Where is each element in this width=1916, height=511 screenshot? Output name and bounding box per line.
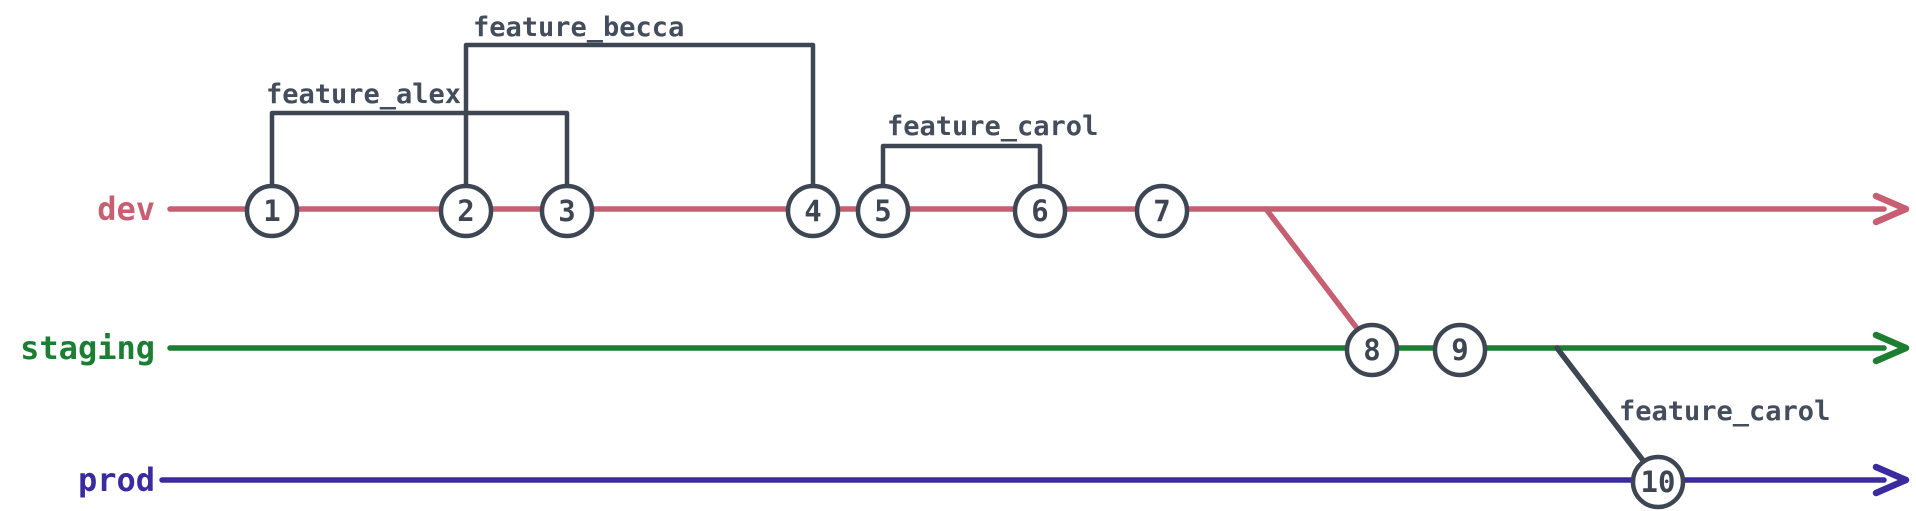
feature-label-feature_becca: feature_becca	[473, 12, 684, 43]
feature-bracket-feature_carol	[880, 143, 1043, 187]
feature-label-feature_alex: feature_alex	[266, 79, 461, 110]
branch-label-dev: dev	[97, 190, 155, 228]
commit-number-6: 6	[1031, 194, 1048, 228]
commit-number-8: 8	[1363, 333, 1380, 367]
commit-node-6	[1012, 183, 1068, 239]
branch-arrowhead-prod	[1872, 463, 1910, 497]
commit-number-5: 5	[874, 194, 891, 228]
branch-arrowhead-dev	[1872, 192, 1910, 226]
feature-bracket-feature_alex	[269, 110, 570, 187]
feature-bracket-feature_becca	[463, 42, 816, 187]
merge-edge-staging-to-10	[1554, 345, 1661, 483]
commit-node-10	[1630, 454, 1686, 510]
commit-node-7	[1134, 183, 1190, 239]
commit-number-2: 2	[457, 194, 474, 228]
branch-label-staging: staging	[20, 329, 155, 367]
commit-number-10: 10	[1641, 465, 1676, 499]
commit-node-2	[438, 183, 494, 239]
commit-number-7: 7	[1153, 194, 1170, 228]
commit-number-3: 3	[558, 194, 575, 228]
commit-node-4	[785, 183, 841, 239]
branch-arrowhead-staging	[1872, 331, 1910, 365]
commit-number-1: 1	[263, 194, 280, 228]
commit-number-9: 9	[1451, 333, 1468, 367]
merge-edge-dev-to-8	[1263, 206, 1375, 351]
commit-node-1	[244, 183, 300, 239]
commit-node-9	[1432, 322, 1488, 378]
feature-label-feature_carol: feature_carol	[887, 111, 1098, 142]
branch-label-prod: prod	[78, 461, 155, 499]
commit-number-4: 4	[804, 194, 821, 228]
commit-node-5	[855, 183, 911, 239]
merge-label-staging-to-10: feature_carol	[1619, 396, 1830, 427]
commit-node-8	[1344, 322, 1400, 378]
commit-node-3	[539, 183, 595, 239]
